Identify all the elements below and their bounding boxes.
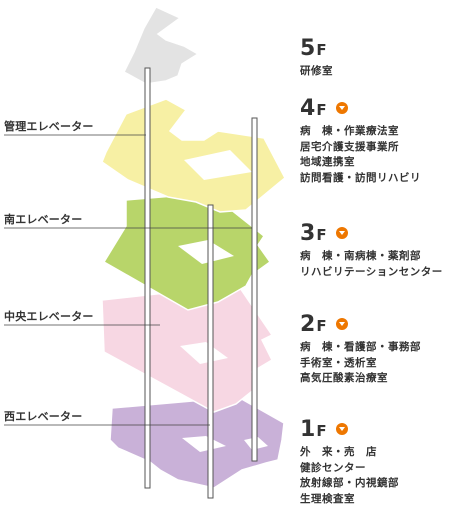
dept-item: 地域連携室 <box>300 156 355 168</box>
elevator-shaft-kanri <box>144 67 151 489</box>
dept-item: 研修室 <box>300 65 333 77</box>
floor-2f-void <box>180 342 228 364</box>
dept-item: 外 来・売 店 <box>300 446 377 458</box>
chevron-down-icon[interactable] <box>335 423 348 435</box>
floor-4f-void <box>184 150 252 180</box>
chevron-down-icon[interactable] <box>335 318 348 330</box>
dept-item: 病 棟・看護部・事務部 <box>300 341 421 353</box>
dept-item: リハビリテーションセンター <box>300 265 443 278</box>
floor-5f-slab <box>123 6 200 85</box>
dept-item: 高気圧酸素治療室 <box>300 372 388 384</box>
floor-3f-void <box>178 240 234 264</box>
elevator-shaft-west <box>207 204 214 499</box>
elevator-label-kanri: 管理エレベーター <box>4 120 94 133</box>
dept-item: 手術室・透析室 <box>300 356 377 369</box>
elevator-shaft-east <box>251 117 258 462</box>
floor-4f-slab <box>101 98 286 213</box>
elevator-label-chuo: 中央エレベーター <box>4 310 94 323</box>
chevron-down-icon[interactable] <box>335 227 348 239</box>
elevator-label-nishi: 西エレベーター <box>4 410 83 423</box>
floor-1f-void <box>182 436 226 452</box>
dept-item: 病 棟・南病棟・薬剤部 <box>300 250 421 262</box>
dept-item: 居宅介護支援事業所 <box>300 140 399 153</box>
elevator-label-minami: 南エレベーター <box>4 213 83 226</box>
dept-item: 健診センター <box>300 461 366 474</box>
dept-item: 訪問看護・訪問リハビリ <box>300 171 421 184</box>
dept-item: 放射線部・内視鏡部 <box>300 477 399 489</box>
dept-item: 病 棟・作業療法室 <box>300 125 399 137</box>
chevron-down-icon[interactable] <box>335 102 348 114</box>
dept-item: 生理検査室 <box>300 492 355 505</box>
